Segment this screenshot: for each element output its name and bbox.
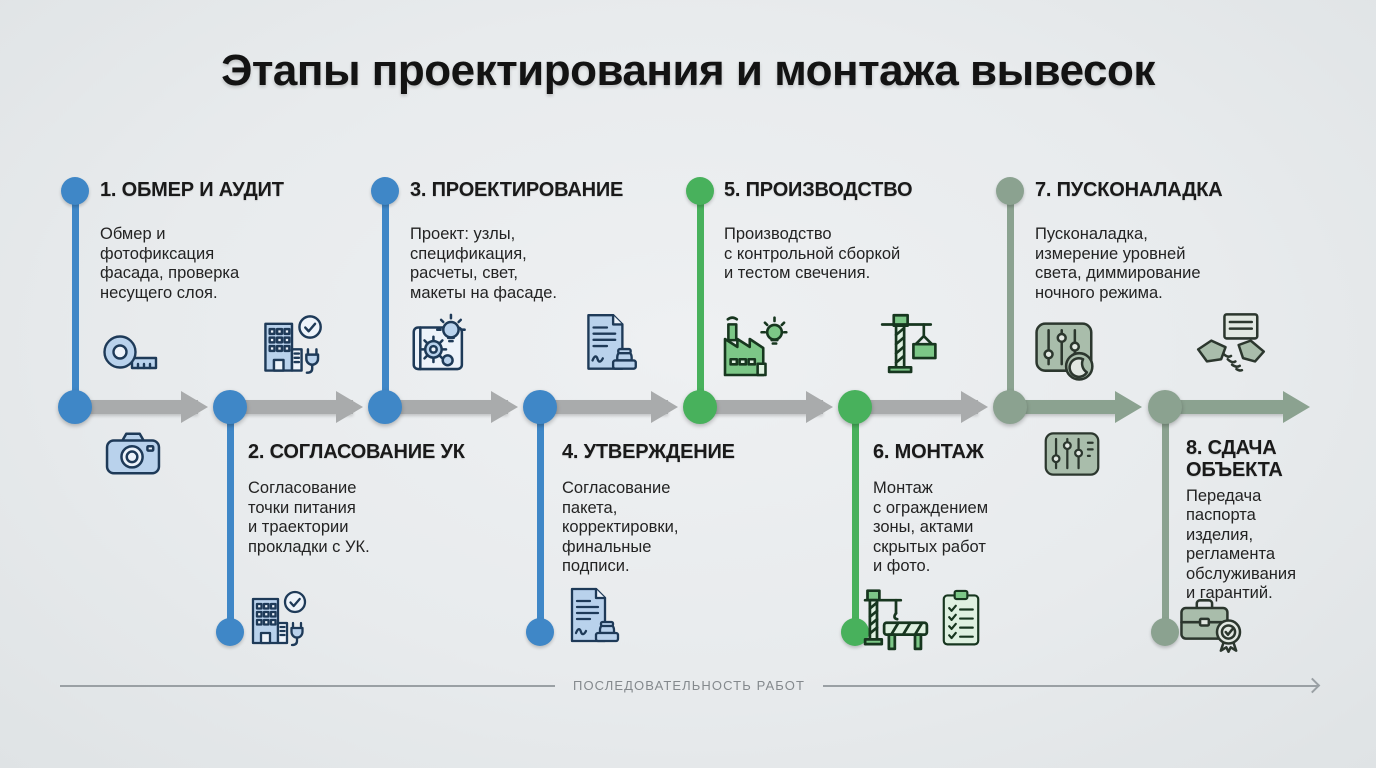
stage-3-description: Проект: узлы, спецификация, расчеты, све… [410, 225, 557, 302]
timeline-arrowhead-5 [806, 391, 833, 423]
timeline-dot-1 [58, 390, 92, 424]
blueprint-gears-bulb-icon [405, 310, 475, 380]
stage-4-description: Согласование пакета, корректировки, фина… [562, 479, 679, 576]
stage-6-description: Монтаж с ограждением зоны, актами скрыты… [873, 479, 989, 576]
timeline-segment-3 [385, 400, 508, 414]
sliders-moon-icon [1030, 316, 1100, 386]
timeline-arrowhead-3 [491, 391, 518, 423]
timeline-arrowhead-2 [336, 391, 363, 423]
briefcase-certificate-icon [1176, 586, 1246, 654]
timeline-arrowhead-7 [1115, 391, 1142, 423]
page-title: Этапы проектирования и монтажа вывесок [221, 46, 1155, 95]
footer-label: ПОСЛЕДОВАТЕЛЬНОСТЬ РАБОТ [573, 678, 805, 693]
stage-6-stem [851, 407, 859, 632]
stage-8-block: 8. СДАЧА ОБЪЕКТА Передача паспорта издел… [1186, 437, 1376, 604]
stage-6-title: 6. МОНТАЖ [873, 441, 984, 463]
timeline-dot-8 [1148, 390, 1182, 424]
stage-7-block: 7. ПУСКОНАЛАДКА Пусконаладка, измерение … [1035, 179, 1285, 303]
crane-load-icon [866, 306, 940, 380]
factory-bulb-icon [716, 312, 788, 384]
stage-7-end-dot [996, 177, 1024, 205]
timeline-segment-6 [855, 400, 978, 414]
stage-2-title: 2. СОГЛАСОВАНИЕ УК [248, 441, 465, 463]
stage-2-end-dot [216, 618, 244, 646]
timeline-dot-5 [683, 390, 717, 424]
stage-1-end-dot [61, 177, 89, 205]
stage-5-title: 5. ПРОИЗВОДСТВО [724, 179, 913, 201]
stage-3-block: 3. ПРОЕКТИРОВАНИЕ Проект: узлы, специфик… [410, 179, 660, 303]
timeline-dot-7 [993, 390, 1027, 424]
stage-3-end-dot [371, 177, 399, 205]
stage-2-stem [226, 407, 234, 632]
stage-5-stem [696, 191, 704, 407]
timeline-segment-8 [1165, 400, 1285, 414]
sliders-icon [1042, 430, 1102, 478]
camera-icon [102, 428, 164, 478]
stage-7-title: 7. ПУСКОНАЛАДКА [1035, 179, 1223, 201]
checklist-icon [932, 586, 990, 652]
timeline-dot-4 [523, 390, 557, 424]
footer-line-left [60, 684, 556, 687]
timeline-segment-4 [540, 400, 668, 414]
document-stamp-icon [560, 584, 624, 652]
timeline-segment-5 [700, 400, 823, 414]
stage-2-description: Согласование точки питания и траектории … [248, 479, 370, 556]
stage-3-stem [381, 191, 389, 407]
stage-5-block: 5. ПРОИЗВОДСТВО Производство с контрольн… [724, 179, 974, 284]
stage-7-stem [1006, 191, 1014, 407]
stage-4-stem [536, 407, 544, 632]
stage-4-end-dot [526, 618, 554, 646]
timeline-arrowhead-6 [961, 391, 988, 423]
stage-1-title: 1. ОБМЕР И АУДИТ [100, 179, 284, 201]
tape-measure-icon [98, 327, 162, 385]
stage-8-description: Передача паспорта изделия, регламента об… [1186, 486, 1297, 603]
stage-5-end-dot [686, 177, 714, 205]
timeline-dot-6 [838, 390, 872, 424]
timeline-dot-3 [368, 390, 402, 424]
timeline-segment-1 [75, 400, 198, 414]
stage-2-block: 2. СОГЛАСОВАНИЕ УК Согласование точки пи… [248, 441, 473, 557]
handshake-document-icon [1196, 310, 1266, 380]
crane-barrier-icon [858, 580, 934, 656]
stage-7-description: Пусконаладка, измерение уровней света, д… [1035, 225, 1201, 302]
footer-line-right [822, 684, 1319, 687]
timeline-dot-2 [213, 390, 247, 424]
timeline-segment-7 [1010, 400, 1117, 414]
footer-arrow [822, 677, 1321, 694]
stage-4-title: 4. УТВЕРЖДЕНИЕ [562, 441, 735, 463]
stage-8-end-dot [1151, 618, 1179, 646]
footer-sequence: ПОСЛЕДОВАТЕЛЬНОСТЬ РАБОТ [60, 677, 1321, 694]
timeline-segment-2 [230, 400, 353, 414]
building-approved-icon [258, 310, 326, 378]
stage-1-stem [71, 191, 79, 407]
stage-1-block: 1. ОБМЕР И АУДИТ Обмер и фотофиксация фа… [100, 179, 350, 303]
timeline-arrowhead-1 [181, 391, 208, 423]
timeline-arrowhead-8 [1283, 391, 1310, 423]
stage-4-block: 4. УТВЕРЖДЕНИЕ Согласование пакета, корр… [562, 441, 787, 577]
document-stamp-icon [576, 310, 642, 380]
stage-8-title: 8. СДАЧА ОБЪЕКТА [1186, 437, 1283, 482]
footer-arrowhead-icon [1304, 677, 1321, 694]
stage-8-stem [1161, 407, 1169, 632]
stage-6-block: 6. МОНТАЖ Монтаж с ограждением зоны, акт… [873, 441, 1098, 577]
timeline-arrowhead-4 [651, 391, 678, 423]
building-approved-icon [246, 586, 310, 650]
stage-5-description: Производство с контрольной сборкой и тес… [724, 225, 901, 283]
stage-3-title: 3. ПРОЕКТИРОВАНИЕ [410, 179, 624, 201]
stage-1-description: Обмер и фотофиксация фасада, проверка не… [100, 225, 240, 302]
